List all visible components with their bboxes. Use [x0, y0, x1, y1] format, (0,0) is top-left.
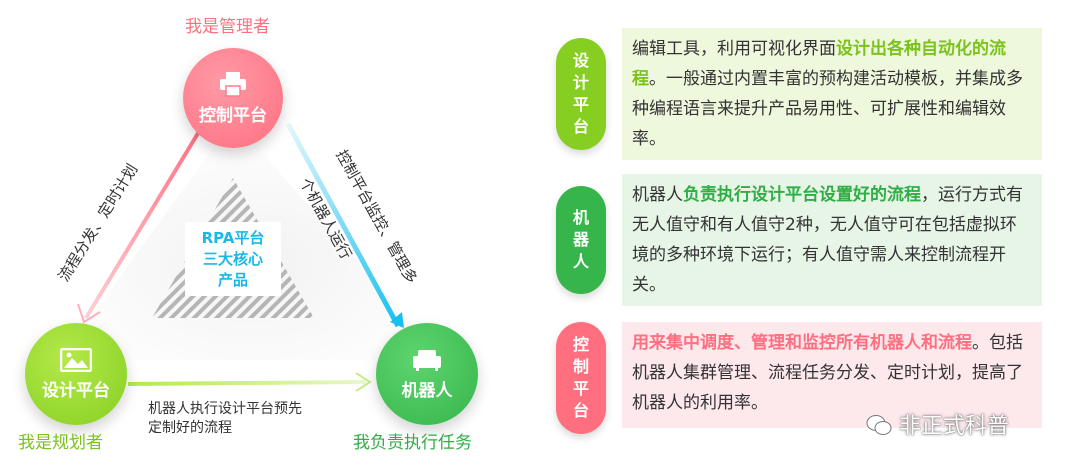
bottom-arrow-head: [355, 372, 372, 392]
tag-char: 设: [572, 51, 589, 70]
node-label: 控制平台: [199, 105, 267, 126]
left-arrow-head: [77, 303, 101, 324]
watermark-text: 非正式科普: [899, 414, 1010, 439]
description-design-platform: 设 计 平 台 编辑工具，利用可视化界面设计出各种自动化的流程。一般通过内置丰富…: [556, 28, 1042, 160]
node-robot: 机器人: [376, 323, 478, 425]
role-label-executor: 我负责执行任务: [353, 433, 472, 453]
bottom-edge-label-2: 定制好的流程: [148, 420, 232, 436]
role-label-planner: 我是规划者: [18, 433, 103, 453]
diagram-lines: [60, 120, 445, 392]
printer-icon: [220, 71, 246, 97]
center-line-1: RPA平台: [201, 229, 265, 247]
center-label: RPA平台 三大核心 产品: [188, 228, 278, 291]
panel-text: 。包括机器人集群管理、流程任务分发、定时计划，提高了机器人的利用率。: [632, 333, 1023, 413]
panel-highlight: 设计出各种自动化的流程: [632, 39, 1006, 89]
panel-text: 机器人: [632, 185, 683, 205]
panel-text: 。一般通过内置丰富的预构建活动模板，并集成多种编程语言来提升产品易用性、可扩展性…: [632, 69, 1023, 149]
description-control-platform: 控 制 平 台 用来集中调度、管理和监控所有机器人和流程。包括机器人集群管理、流…: [556, 322, 1042, 434]
node-control-platform: 控制平台: [183, 48, 283, 148]
tag-design-platform: 设 计 平 台: [556, 38, 606, 150]
panel-control-platform: 用来集中调度、管理和监控所有机器人和流程。包括机器人集群管理、流程任务分发、定时…: [622, 322, 1042, 428]
center-label-box: [185, 222, 281, 296]
wechat-icon: [866, 415, 892, 435]
tag-char: 机: [572, 208, 589, 227]
tag-char: 控: [572, 335, 589, 354]
rpa-triangle-diagram: 我是管理者 控制平台 设计平台 我是规划者 机器人 我负责执行任务 流程分发、定…: [18, 17, 478, 453]
bottom-edge-line: [127, 380, 367, 386]
center-line-2: 三大核心: [202, 250, 263, 268]
tag-robot: 机 器 人: [556, 186, 606, 294]
node-label: 设计平台: [42, 380, 110, 401]
right-arrow-head: [390, 312, 404, 328]
center-line-3: 产品: [217, 271, 248, 289]
tag-char: 计: [572, 73, 589, 92]
right-edge-line: [285, 122, 401, 328]
image-icon: [60, 347, 92, 372]
tag-char: 制: [572, 357, 589, 376]
description-robot: 机 器 人 机器人负责执行设计平台设置好的流程，运行方式有无人值守和有人值守2种…: [556, 174, 1042, 306]
watermark: 非正式科普: [866, 408, 1009, 440]
left-edge-line: [84, 128, 202, 320]
bottom-edge-label-1: 机器人执行设计平台预先: [148, 401, 302, 417]
node-design-platform: 设计平台: [25, 323, 127, 425]
panel-design-platform: 编辑工具，利用可视化界面设计出各种自动化的流程。一般通过内置丰富的预构建活动模板…: [622, 28, 1042, 160]
tag-char: 平: [572, 379, 589, 398]
panel-text: ，运行方式有无人值守和有人值守2种，无人值守可在包括虚拟环境的多种环境下运行；有…: [632, 185, 1023, 295]
tag-char: 人: [572, 252, 589, 271]
armchair-icon: [413, 349, 441, 371]
panel-highlight: 负责执行设计平台设置好的流程: [683, 185, 921, 205]
bottom-edge-label: 机器人执行设计平台预先 定制好的流程: [148, 400, 302, 438]
tag-char: 器: [572, 230, 589, 249]
panel-highlight: 用来集中调度、管理和监控所有机器人和流程: [632, 333, 972, 353]
tag-char: 台: [572, 117, 589, 136]
tag-control-platform: 控 制 平 台: [556, 322, 606, 434]
panel-text: 编辑工具，利用可视化界面: [632, 39, 836, 59]
role-label-manager: 我是管理者: [185, 17, 270, 37]
panel-robot: 机器人负责执行设计平台设置好的流程，运行方式有无人值守和有人值守2种，无人值守可…: [622, 174, 1042, 306]
node-label: 机器人: [401, 380, 453, 401]
tag-char: 台: [572, 401, 589, 420]
tag-char: 平: [572, 95, 589, 114]
